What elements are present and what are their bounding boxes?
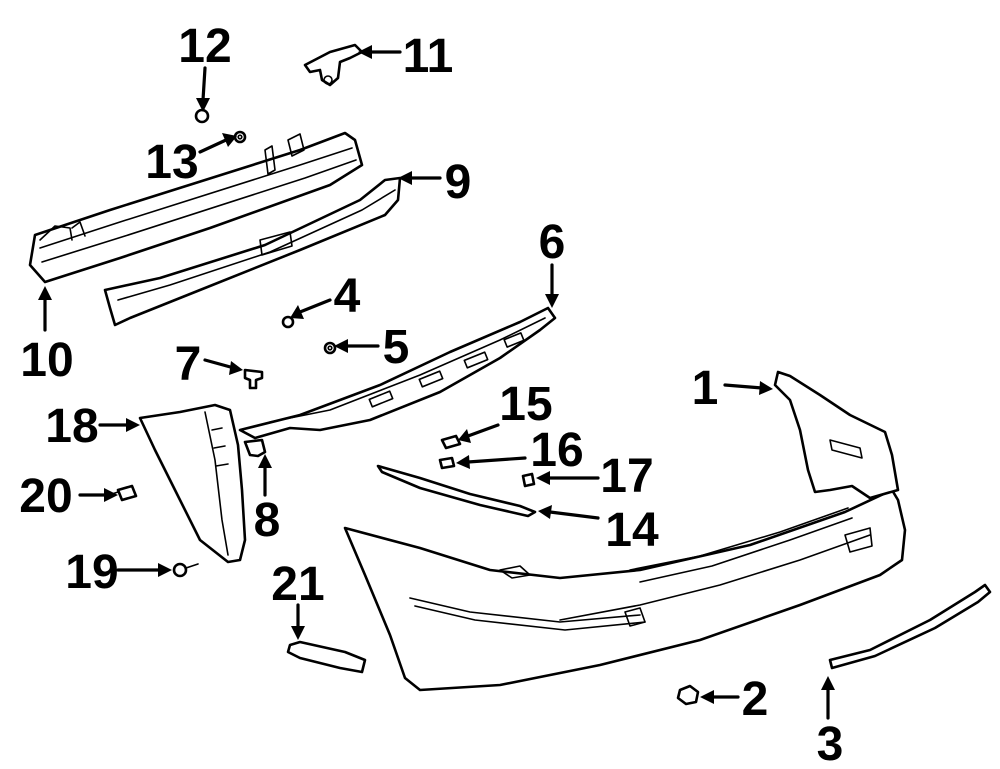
callout-21: 21 [271,558,324,611]
part-bracket [303,43,364,87]
callout-11: 11 [403,30,454,83]
part-screw-7 [243,368,264,390]
callout-6: 6 [539,216,566,269]
part-fastener-12 [194,108,210,124]
callout-15: 15 [499,378,552,431]
callout-20: 20 [19,470,72,523]
part-nut-2 [676,684,700,706]
leader-lines [38,45,835,720]
callout-8: 8 [254,494,281,547]
part-bumper-cover [343,370,907,692]
part-fastener-4 [281,315,295,329]
part-side-support [138,403,247,564]
part-molding-strip [376,464,537,518]
callout-1: 1 [692,362,719,415]
part-reinforcement-beam [28,131,364,284]
callout-9: 9 [445,156,472,209]
callout-7: 7 [175,338,202,391]
callout-2: 2 [742,673,769,726]
callout-10: 10 [20,334,73,387]
part-clip-16 [438,456,456,470]
callout-19: 19 [65,546,118,599]
callout-17: 17 [600,450,653,503]
part-lower-trim [286,640,367,674]
part-fastener-5 [323,341,337,355]
callout-12: 12 [178,20,231,73]
part-fastener-13 [233,130,247,144]
callout-labels: 12 11 13 9 10 6 4 5 7 18 8 1 15 16 17 14… [19,20,843,769]
callout-5: 5 [383,321,410,374]
part-clip-8 [243,438,267,458]
part-screw-20 [111,484,138,502]
callout-14: 14 [605,504,659,557]
callout-3: 3 [817,718,844,769]
callout-18: 18 [45,400,98,453]
part-clip-15 [440,434,462,450]
callout-4: 4 [334,270,361,323]
part-energy-absorber [103,176,402,327]
part-screw-19 [172,562,199,578]
part-mounting-rail [238,306,557,440]
part-lower-molding [828,583,992,670]
callout-16: 16 [530,424,583,477]
callout-13: 13 [145,136,198,189]
part-clip-17 [521,472,536,488]
